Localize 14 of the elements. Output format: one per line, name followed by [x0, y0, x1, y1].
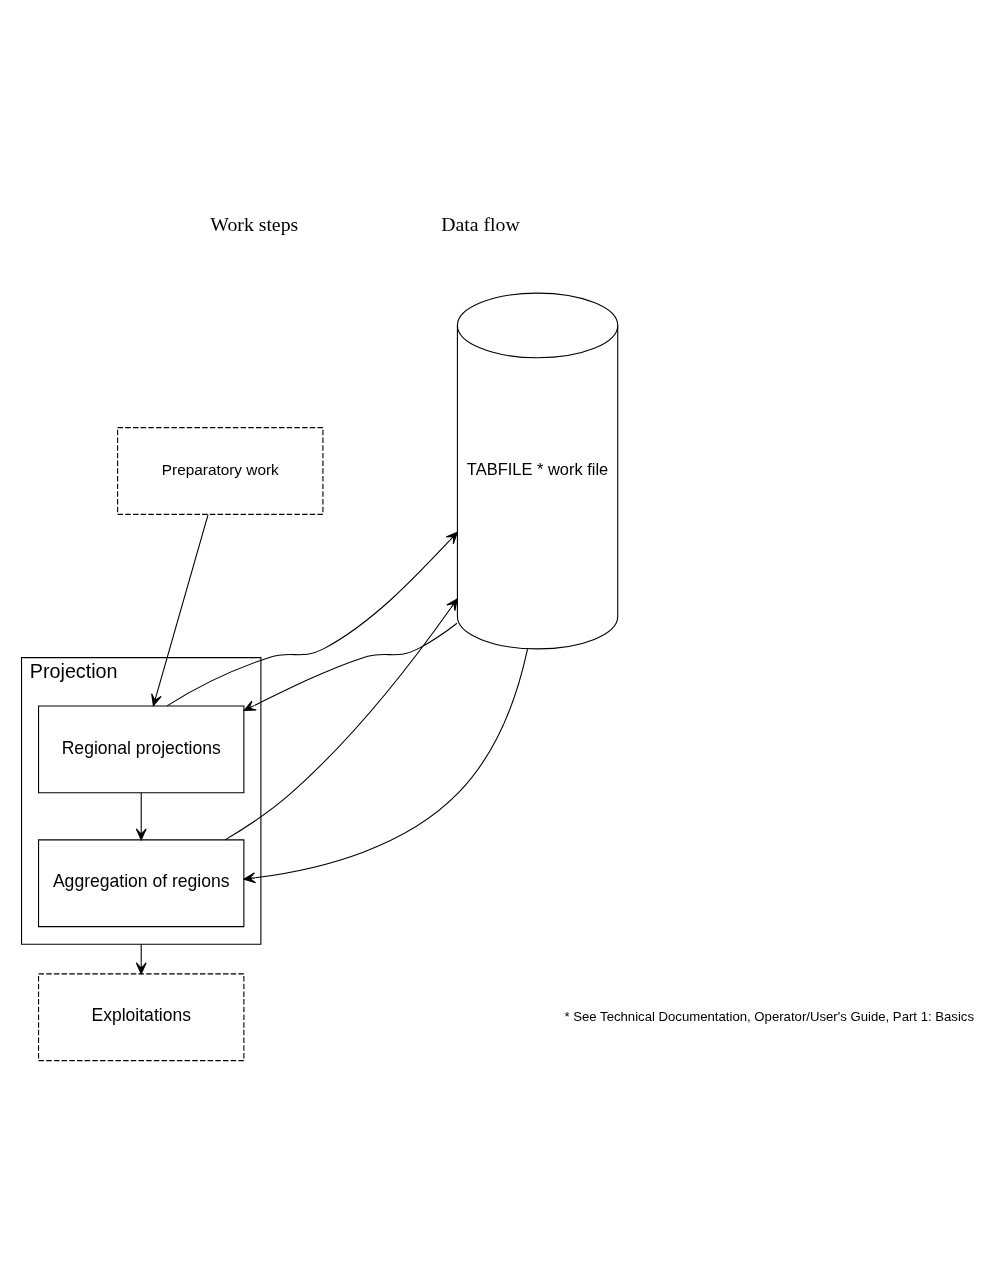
arrow	[166, 531, 458, 707]
arrow	[243, 622, 458, 712]
label: Data flow	[441, 212, 520, 235]
arrow	[151, 514, 209, 707]
node-box: Preparatory work	[117, 427, 324, 515]
label: Work steps	[210, 212, 299, 235]
node-box: Regional projections	[38, 705, 245, 794]
arrow	[243, 648, 529, 884]
node-box: Exploitations	[38, 973, 245, 1062]
arrow	[135, 943, 147, 975]
arrow	[224, 598, 458, 841]
node-box: Aggregation of regions	[38, 839, 245, 928]
arrow	[135, 792, 147, 841]
label: * See Technical Documentation, Operator/User's Guide, Part 1: Basics	[564, 1008, 975, 1024]
